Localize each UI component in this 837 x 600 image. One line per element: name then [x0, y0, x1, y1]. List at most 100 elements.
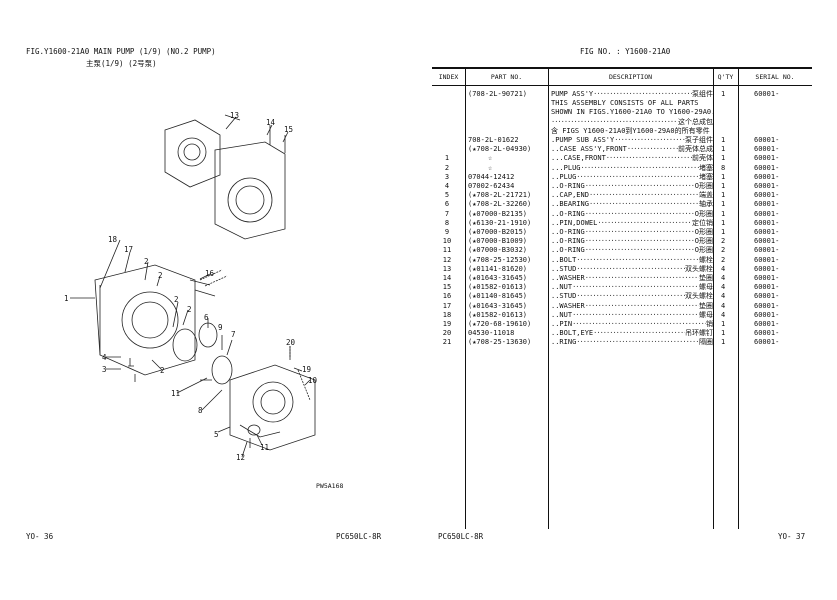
serial-cell: 60001-: [754, 274, 780, 282]
serial-cell: 60001-: [754, 301, 780, 310]
description-en: ..STUD: [551, 264, 577, 273]
table-row: 含 FIGS Y1600-21A0到Y1600-29A0的所有零件: [432, 127, 812, 136]
description-cn: 前壳体总成: [678, 145, 713, 154]
part-no-cell: (★07000-B3032): [468, 246, 528, 255]
table-row: 1☆...CASE,FRONT·························…: [432, 154, 812, 163]
qty-cell: 1: [721, 218, 726, 227]
header-qty: Q'TY: [717, 73, 734, 81]
description-cell: ...CASE,FRONT···························…: [551, 154, 713, 163]
qty-cell: 8: [721, 163, 726, 172]
part-no-cell: (★720-68-19610): [468, 320, 532, 328]
description-cell: ..RING··································…: [551, 338, 713, 347]
description-cn: 定位销: [692, 218, 713, 227]
description-cell: ...PLUG·································…: [551, 163, 713, 172]
table-row: SHOWN IN FIGS.Y1600-21A0 TO Y1600-29A0.: [432, 108, 812, 117]
serial-cell: 60001-: [754, 172, 780, 181]
index-cell: 9: [444, 228, 450, 236]
callout-label: 13: [230, 111, 239, 120]
part-no-cell: (★708-2L-04930): [468, 145, 532, 154]
index-cell: 8: [444, 218, 450, 227]
description-cell: ..CAP,END·······························…: [551, 191, 713, 200]
index-cell: 15: [442, 283, 452, 292]
description-cell: .PUMP SUB ASS'Y·························…: [551, 136, 713, 144]
description-cn: 这个总成包: [678, 117, 713, 126]
description-cell: ..O-RING································…: [551, 182, 713, 190]
table-row: 19(★720-68-19610)..PIN··················…: [432, 320, 812, 329]
part-no-cell: (★708-2L-21721): [468, 191, 532, 200]
left-model: PC650LC-8R: [336, 532, 382, 541]
description-en: ..O-RING: [551, 246, 585, 255]
callout-label: 11: [171, 389, 180, 398]
index-cell: 20: [442, 329, 452, 338]
part-no-cell: (★708-25-13630): [468, 338, 532, 347]
serial-cell: 60001-: [754, 264, 780, 273]
description-cell: 含 FIGS Y1600-21A0到Y1600-29A0的所有零件: [551, 126, 710, 135]
callout-label: 2: [160, 366, 165, 375]
qty-cell: 1: [721, 136, 726, 144]
description-cell: ..PLUG··································…: [551, 172, 713, 181]
callout-label: 20: [286, 338, 296, 347]
serial-cell: 60001-: [754, 191, 780, 200]
description-en: ..PIN,DOWEL: [551, 218, 598, 227]
callout-label: 2: [158, 271, 163, 280]
description-en: ..BEARING: [551, 200, 589, 209]
callout-label: 2: [187, 305, 192, 314]
description-cn: 泵子组件: [685, 136, 713, 144]
figure-title: FIG.Y1600-21A0 MAIN PUMP (1/9) (NO.2 PUM…: [26, 47, 216, 56]
description-cell: ..STUD··································…: [551, 292, 713, 301]
part-no-cell: 07044-12412: [468, 172, 515, 181]
serial-cell: 60001-: [754, 228, 780, 236]
part-no-cell: (★01643-31645): [468, 301, 528, 310]
part-no-cell: (★708-25-12530): [468, 255, 532, 264]
serial-cell: 60001-: [754, 182, 780, 190]
description-cell: ..BOLT,EYE······························…: [551, 329, 713, 338]
index-cell: 5: [444, 191, 450, 200]
description-cn: 前壳体: [692, 154, 713, 163]
description-en: ..WASHER: [551, 274, 585, 282]
part-no-cell: (★6130-21-1910): [468, 218, 532, 227]
header-index: INDEX: [438, 73, 459, 81]
description-cell: ..STUD··································…: [551, 264, 713, 273]
table-row: ········································…: [432, 118, 812, 127]
description-en: ..BOLT: [551, 255, 577, 264]
serial-cell: 60001-: [754, 310, 780, 319]
index-cell: 11: [442, 246, 452, 255]
index-cell: 12: [442, 255, 452, 264]
description-cell: ..BOLT··································…: [551, 255, 713, 264]
figure-title-cn: 主泵(1/9) (2号泵): [86, 59, 157, 68]
serial-cell: 60001-: [754, 163, 780, 172]
illustration-code: PW5A168: [316, 482, 344, 490]
serial-cell: 60001-: [754, 218, 780, 227]
table-row: 15(★01582-01613)..NUT···················…: [432, 283, 812, 292]
description-en: ..CAP,END: [551, 191, 589, 200]
description-cn: 螺栓: [699, 255, 713, 264]
description-en: ..PLUG: [551, 172, 577, 181]
callout-label: 4: [102, 353, 107, 362]
qty-cell: 1: [721, 182, 726, 190]
description-cn: 泵组件: [692, 90, 713, 98]
index-cell: 13: [442, 264, 452, 273]
left-page-number: YO- 36: [26, 532, 54, 541]
part-no-cell: 07002-62434: [468, 182, 515, 190]
description-en: ..NUT: [551, 283, 573, 292]
serial-cell: 60001-: [754, 338, 780, 347]
table-row: 17(★01643-31645)..WASHER················…: [432, 302, 812, 311]
qty-cell: 1: [721, 145, 726, 154]
callout-label: 2: [144, 257, 149, 266]
callout-label: 14: [266, 118, 276, 127]
serial-cell: 60001-: [754, 145, 780, 154]
callout-label: 18: [108, 235, 118, 244]
serial-cell: 60001-: [754, 329, 780, 338]
description-cell: ..PIN···································…: [551, 320, 713, 328]
qty-cell: 4: [721, 292, 726, 301]
description-en: ...CASE,FRONT: [551, 154, 606, 163]
qty-cell: 1: [721, 329, 726, 338]
part-no-cell: 708-2L-01622: [468, 136, 519, 144]
description-cn: 螺母: [699, 283, 713, 292]
description-cn: 吊环螺钉: [685, 329, 713, 338]
description-cn: 隔圈: [699, 338, 713, 347]
qty-cell: 1: [721, 209, 726, 218]
table-row: THIS ASSEMBLY CONSISTS OF ALL PARTS: [432, 99, 812, 108]
